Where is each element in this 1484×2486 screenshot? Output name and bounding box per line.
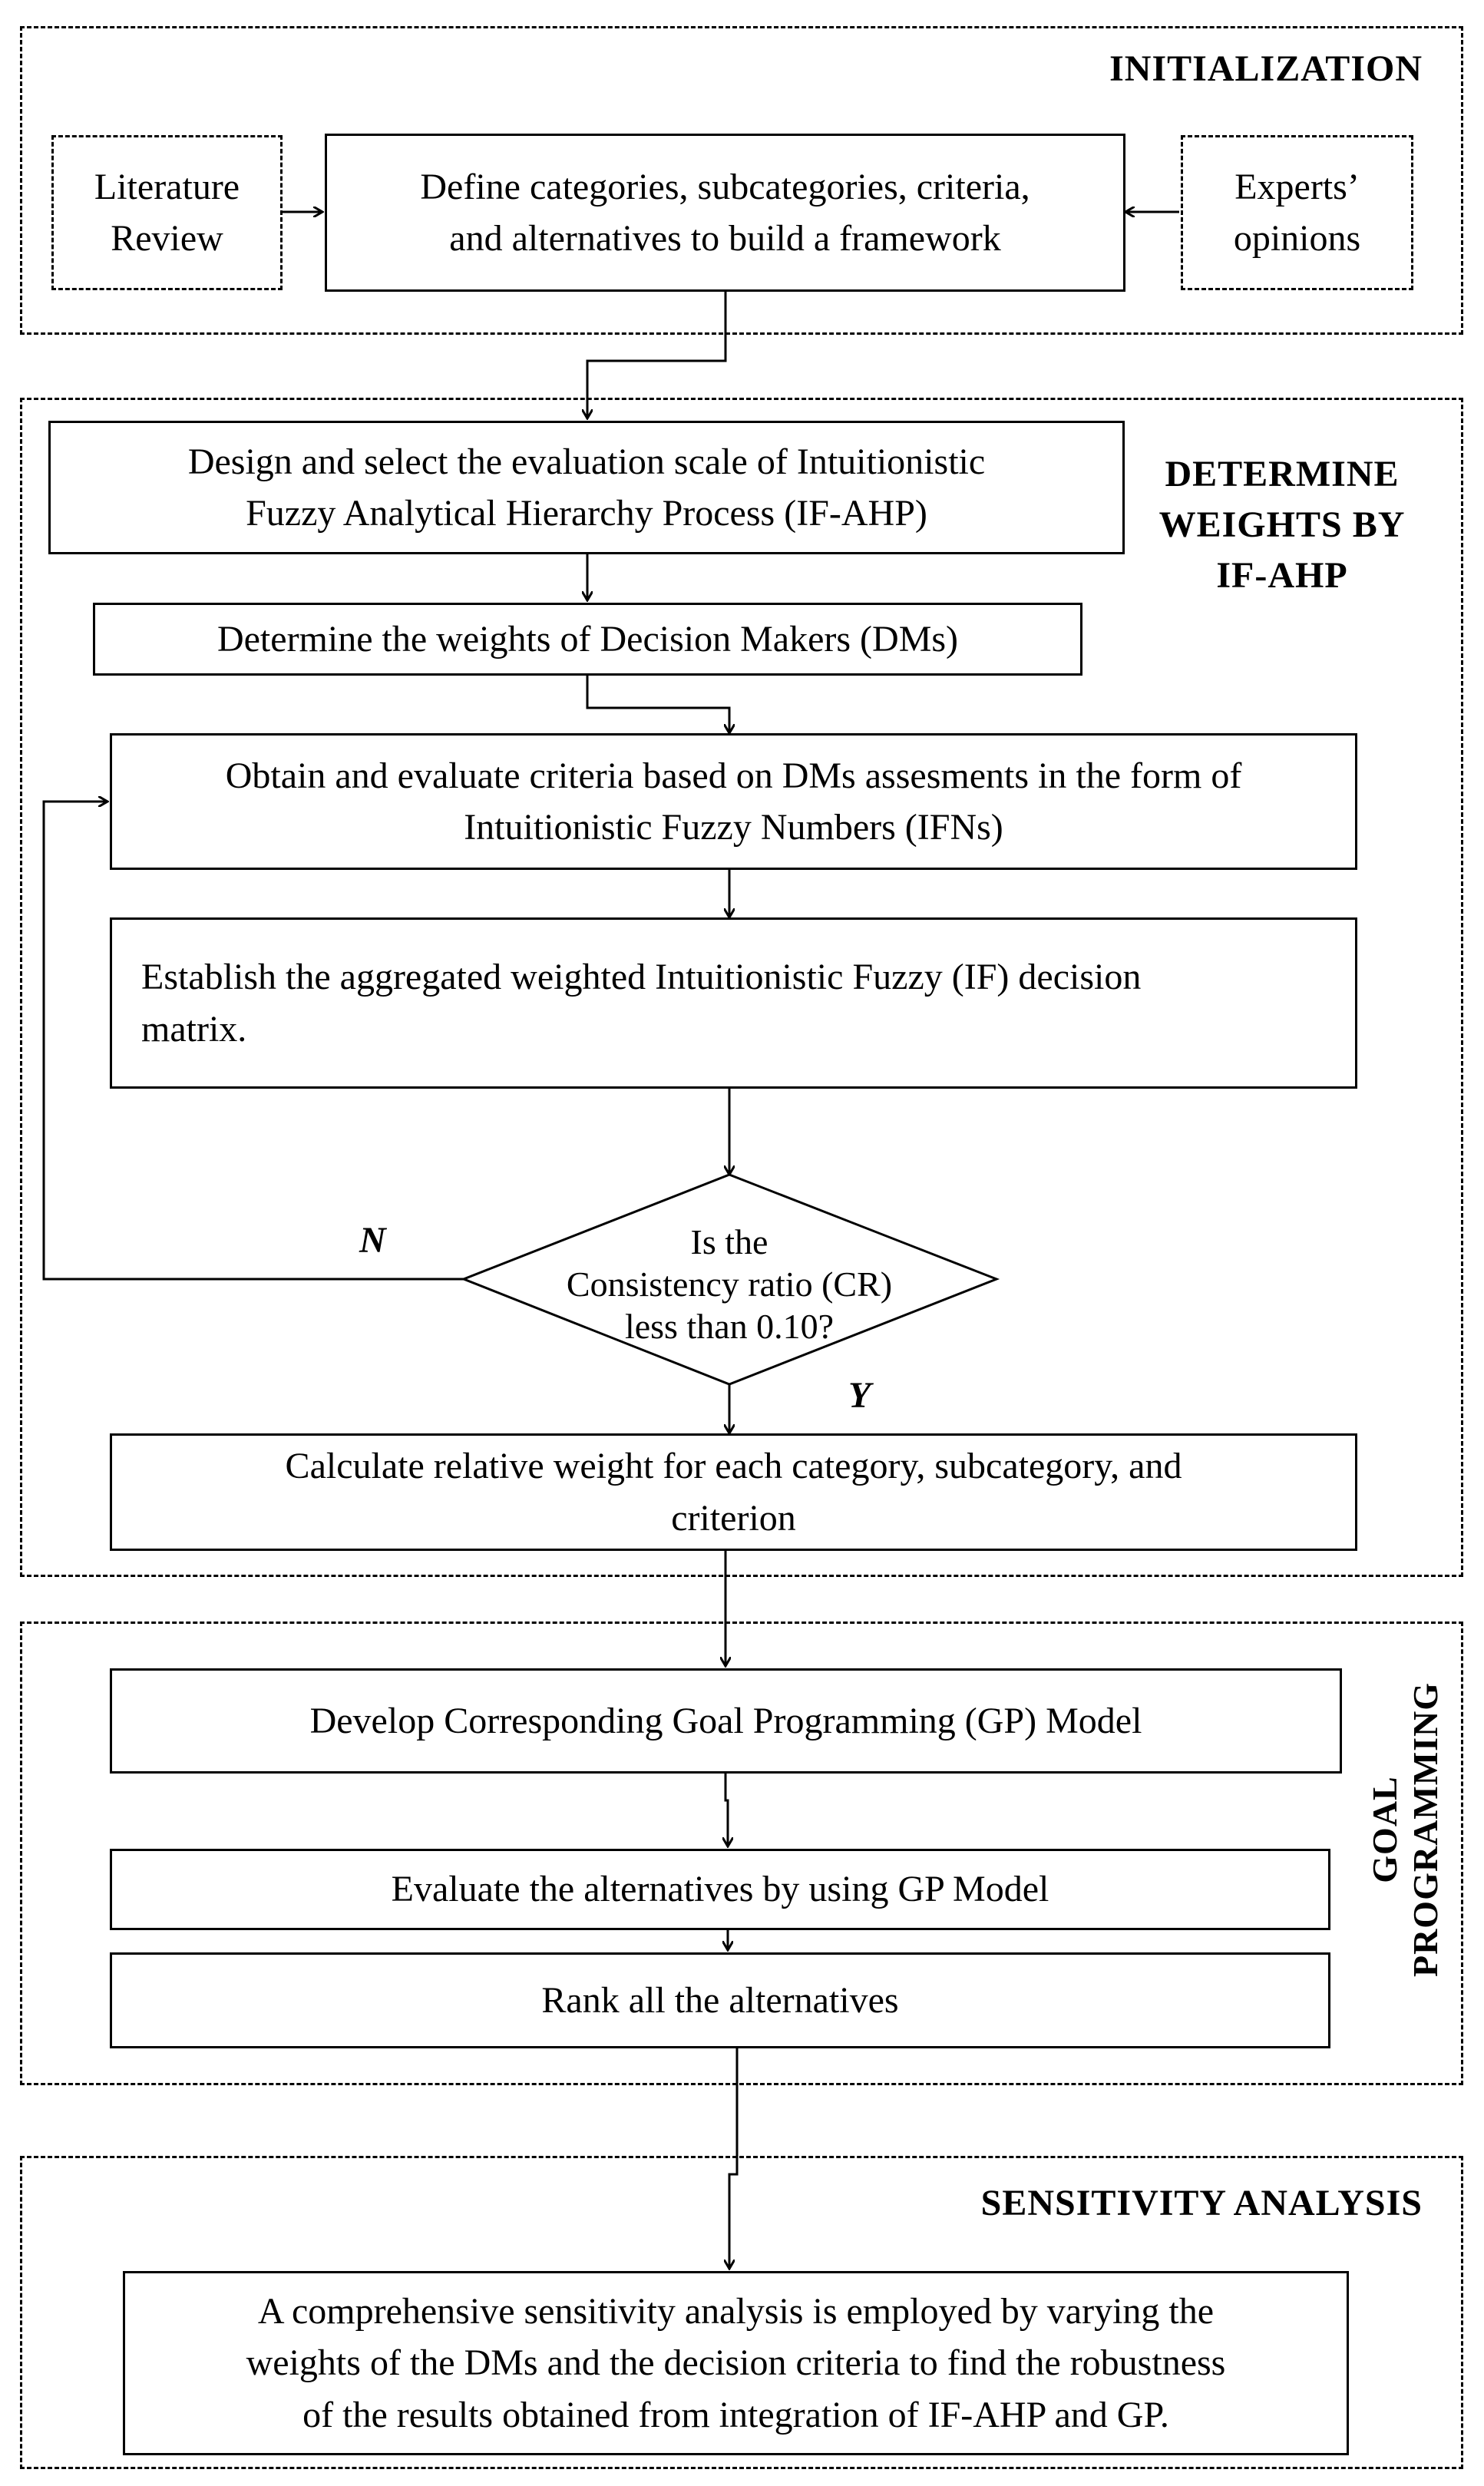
experts-opinions-box: Experts’ opinions — [1181, 135, 1413, 290]
initialization-title: INITIALIZATION — [1109, 48, 1423, 89]
arrow-rank-to-sensitivity — [729, 2048, 739, 2269]
obtain-criteria-box: Obtain and evaluate criteria based on DM… — [110, 733, 1357, 870]
phase-goal-programming — [20, 1622, 1463, 2085]
decision-question: Is the Consistency ratio (CR) less than … — [566, 1222, 893, 1347]
phase-initialization — [20, 26, 1463, 335]
develop-gp-box: Develop Corresponding Goal Programming (… — [110, 1668, 1342, 1774]
arrow-dmweights-to-obtain — [586, 676, 729, 733]
design-scale-box: Design and select the evaluation scale o… — [48, 421, 1125, 554]
establish-matrix-box: Establish the aggregated weighted Intuit… — [110, 917, 1357, 1089]
sensitivity-title: SENSITIVITY ANALYSIS — [980, 2183, 1423, 2223]
phase-determine-weights — [20, 398, 1463, 1577]
calculate-weights-box: Calculate relative weight for each categ… — [110, 1433, 1357, 1551]
yes-label: Y — [848, 1375, 871, 1416]
define-framework-box: Define categories, subcategories, criter… — [325, 134, 1125, 292]
weights-title: DETERMINE WEIGHTS BY IF-AHP — [1158, 454, 1406, 597]
sensitivity-analysis-box: A comprehensive sensitivity analysis is … — [123, 2271, 1349, 2455]
rank-alternatives-box: Rank all the alternatives — [110, 1952, 1330, 2048]
arrow-develop-to-evaluate — [725, 1774, 728, 1846]
arrow-no-loop — [42, 802, 464, 1281]
literature-review-box: Literature Review — [51, 135, 283, 290]
no-label: N — [359, 1220, 386, 1261]
arrow-define-to-design — [587, 292, 727, 418]
evaluate-alternatives-box: Evaluate the alternatives by using GP Mo… — [110, 1849, 1330, 1930]
dm-weights-box: Determine the weights of Decision Makers… — [93, 603, 1082, 676]
phase-sensitivity-analysis — [20, 2156, 1463, 2469]
consistency-decision-diamond — [460, 1173, 1000, 1386]
